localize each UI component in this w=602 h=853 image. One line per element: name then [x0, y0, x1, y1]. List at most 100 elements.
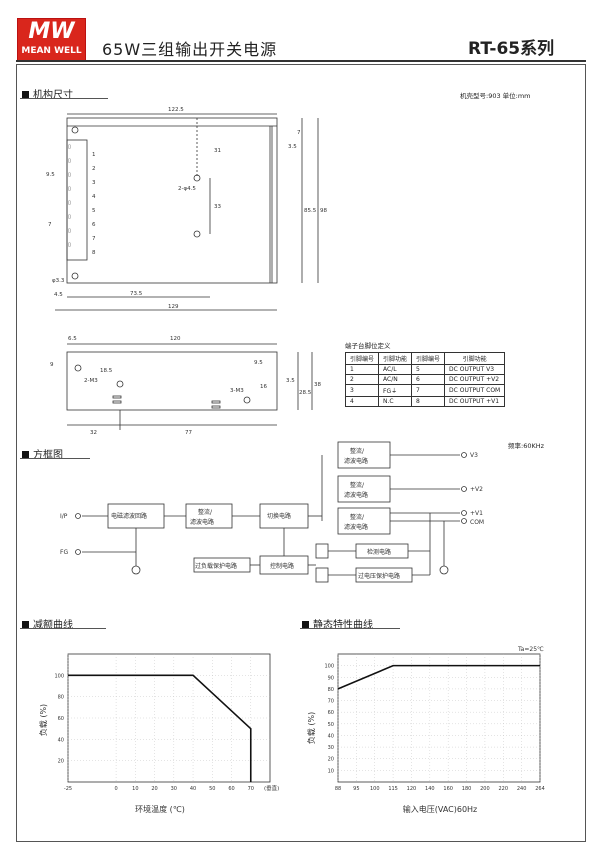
dim-129: 129: [168, 304, 179, 310]
dim-85-5: 85.5: [304, 208, 317, 214]
pin-cell: AC/N: [378, 374, 413, 385]
x-tick-label: 10: [132, 786, 138, 792]
terminal-num: 8: [92, 250, 96, 256]
label-ovp: 过电压保护电路: [358, 572, 400, 580]
x-tick-label: 0: [115, 786, 118, 792]
side-hole: [74, 364, 82, 372]
terminal-num: 2: [92, 166, 96, 172]
ground-symbol: [439, 565, 449, 575]
x-tick-label: -25: [64, 786, 72, 792]
dim-9-5: 9.5: [46, 172, 55, 178]
derating-x-unit: (垂直): [264, 784, 279, 792]
x-tick-label: 264: [535, 786, 545, 792]
x-tick-label: 20: [151, 786, 157, 792]
block-label-underline: [20, 458, 90, 459]
label-out-rect-b: 滤波电路: [344, 457, 368, 465]
dim-9: 9: [50, 362, 54, 368]
logo-text: MEAN WELL: [21, 46, 82, 56]
x-tick-label: 120: [407, 786, 417, 792]
pin-table: 引脚编号 引脚功能 引脚编号 引脚功能 1 AC/L 5 DC OUTPUT V…: [344, 352, 506, 407]
y-tick-label: 20: [328, 757, 334, 763]
side-view-drawing: 6.5 120 9 18.5 9.5 2-M3 3-M3 16 3.5 28.5…: [50, 336, 321, 435]
static-label-underline: [300, 628, 400, 629]
pin-cell: 5: [411, 364, 446, 375]
side-hole: [116, 380, 124, 388]
case-outline-top: [66, 117, 278, 284]
pin-table-caption: 端子台脚位定义: [345, 342, 391, 350]
pin-header-cell: 引脚编号: [344, 352, 380, 365]
dim-7b: 7: [48, 222, 52, 228]
dim-2-hole: 2-φ4.5: [178, 186, 196, 192]
y-tick-label: 50: [328, 722, 334, 728]
label-v3: V3: [470, 452, 478, 459]
dim-3-5: 3.5: [288, 144, 297, 150]
label-v1: +V1: [470, 510, 483, 517]
case-note: 机壳型号:903 单位:mm: [460, 92, 531, 100]
dim-4-5: 4.5: [54, 292, 63, 298]
y-tick-label: 10: [328, 768, 334, 774]
x-tick-label: 200: [480, 786, 490, 792]
mount-hole: [193, 230, 201, 238]
brand-logo: MW MEAN WELL: [17, 18, 86, 62]
dim-32: 32: [90, 430, 97, 435]
x-tick-label: 95: [353, 786, 359, 792]
logo-mark: MW: [28, 19, 75, 44]
page-title: 65W三组输出开关电源: [102, 40, 278, 59]
mech-section-label: 机构尺寸: [22, 86, 73, 101]
dim-9-5-side: 9.5: [254, 360, 263, 366]
dim-7: 7: [297, 130, 301, 136]
dim-3m3: 3-M3: [230, 388, 244, 394]
pin-cell: DC OUTPUT +V1: [444, 396, 506, 407]
block-section-label: 方框图: [22, 446, 63, 461]
series-line: [68, 674, 252, 782]
y-tick-label: 100: [54, 673, 64, 679]
x-tick-label: 70: [248, 786, 254, 792]
label-ov-protect: 过负载保护电路: [195, 562, 237, 570]
svg-text:▯: ▯: [68, 144, 71, 150]
terminal-num: 4: [92, 194, 96, 200]
y-tick-label: 60: [58, 716, 64, 722]
y-tick-label: 100: [324, 664, 334, 670]
dim-2m3: 2-M3: [84, 378, 98, 384]
derating-xlabel: 环境温度 (℃): [135, 804, 185, 814]
y-tick-label: 60: [328, 710, 334, 716]
dim-120: 120: [170, 336, 181, 342]
label-control: 控制电路: [270, 562, 294, 570]
pin-cell: DC OUTPUT V3: [444, 364, 506, 375]
mount-hole: [71, 272, 79, 280]
dim-98: 98: [320, 208, 327, 214]
pin-header-cell: 引脚编号: [411, 352, 446, 365]
static-xlabel: 输入电压(VAC)60Hz: [403, 804, 478, 814]
dim-77: 77: [185, 430, 192, 435]
x-tick-label: 160: [443, 786, 453, 792]
y-tick-label: 80: [58, 695, 64, 701]
table-row: 2 AC/N 6 DC OUTPUT +V2: [344, 374, 506, 385]
svg-text:▯: ▯: [68, 242, 71, 248]
x-tick-label: 60: [228, 786, 234, 792]
static-ta-note: Ta=25℃: [517, 646, 544, 653]
svg-text:▯: ▯: [68, 214, 71, 220]
dim-6-5: 6.5: [68, 336, 77, 342]
static-ylabel: 负载 (%): [306, 712, 316, 744]
dim-31: 31: [214, 148, 221, 154]
pin-cell: N.C: [378, 396, 413, 407]
mount-hole: [71, 126, 79, 134]
y-tick-label: 40: [328, 733, 334, 739]
pin-cell: 1: [344, 364, 380, 375]
pin-header-cell: 引脚功能: [444, 352, 506, 365]
label-rect1b: 滤波电路: [190, 518, 214, 526]
block-diagram: I/P FG 电磁滤波回路 整流/ 滤波电路 切换电路 整流/ 滤波电路 整流/…: [60, 441, 484, 583]
static-section-label: 静态特性曲线: [302, 616, 373, 631]
terminal-block: [66, 139, 88, 261]
label-out-rect-b: 滤波电路: [344, 491, 368, 499]
pin-cell: 2: [344, 374, 380, 385]
label-switch: 切换电路: [267, 512, 291, 520]
pin-cell: FG⏚: [378, 384, 413, 397]
table-row: 4 N.C 8 DC OUTPUT +V1: [344, 396, 506, 407]
pin-table-header: 引脚编号 引脚功能 引脚编号 引脚功能: [344, 352, 506, 365]
dim-3-5-side: 3.5: [286, 378, 295, 384]
label-v2: +V2: [470, 486, 483, 493]
x-tick-label: 140: [425, 786, 435, 792]
